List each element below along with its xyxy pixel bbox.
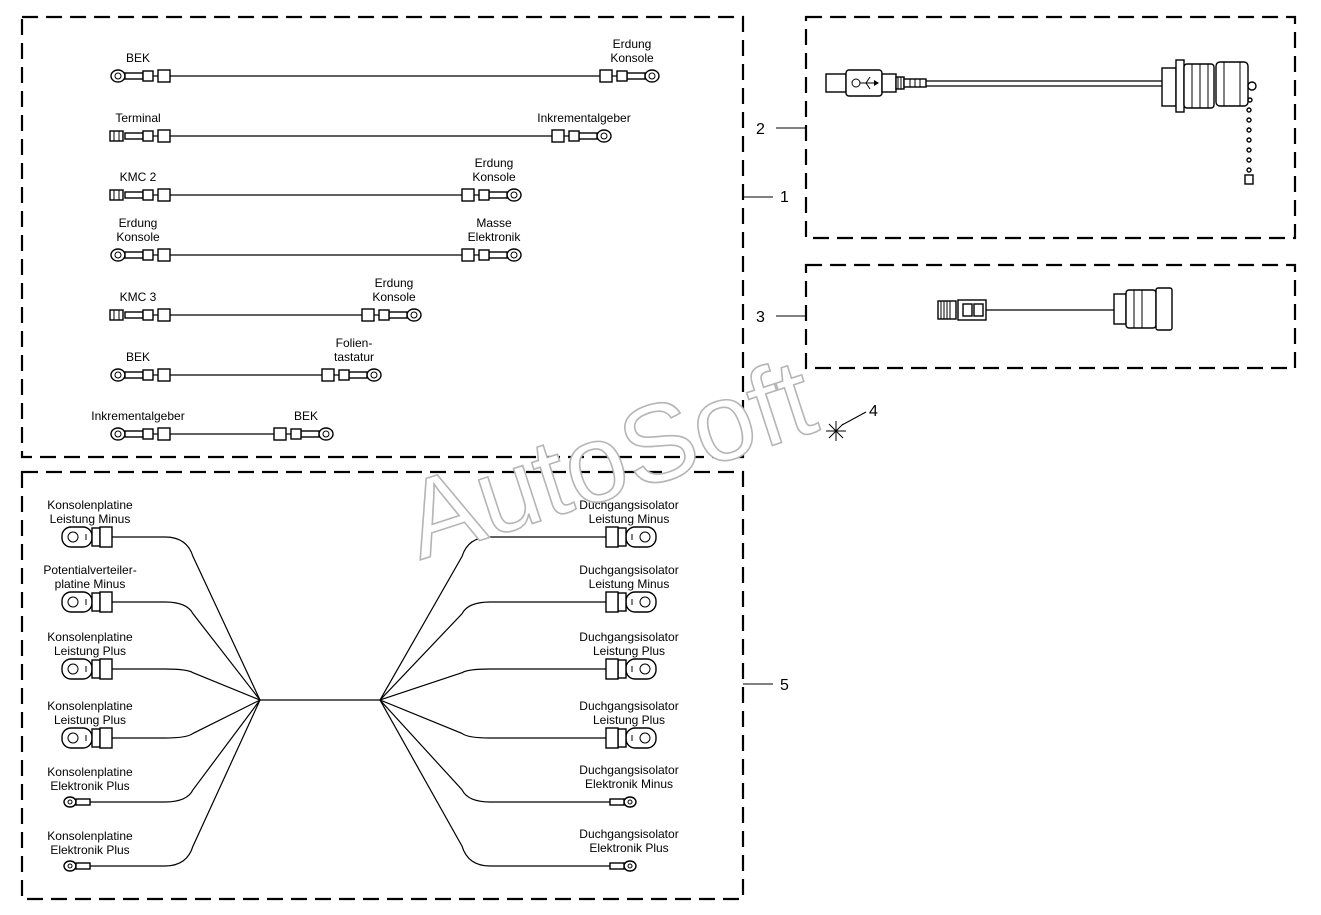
cable-right-label: Konsole	[610, 51, 654, 65]
cable-2: Terminal Inkrementalgeber	[109, 111, 631, 143]
cable-6: BEK Folien-tastatur	[110, 336, 382, 382]
harness-right-label: Leistung Minus	[589, 577, 670, 591]
harness-left-label: Konsolenplatine	[47, 498, 133, 512]
cable-left-label: Konsole	[116, 230, 160, 244]
harness-branch-left: Potentialverteiler-platine Minus	[43, 563, 261, 701]
harness-left-label: Konsolenplatine	[47, 699, 133, 713]
cable-right-label: Erdung	[375, 276, 414, 290]
cable-left-label: KMC 2	[120, 170, 157, 184]
adapter-cable	[937, 287, 1173, 331]
harness-left-label: Leistung Plus	[54, 713, 126, 727]
cable-right-label: Inkrementalgeber	[537, 111, 630, 125]
cable-left-label: KMC 3	[120, 290, 157, 304]
group-1-box	[20, 15, 745, 459]
callout-3: 3	[756, 309, 765, 326]
harness-right-label: Duchgangsisolator	[579, 563, 678, 577]
callout-4: 4	[869, 403, 878, 420]
cable-7: Inkrementalgeber BEK	[91, 409, 334, 441]
harness-left-label: Konsolenplatine	[47, 630, 133, 644]
cable-right-label: Masse	[476, 216, 512, 230]
harness-left-label: Potentialverteiler-	[43, 563, 136, 577]
cable-right-label: tastatur	[334, 350, 374, 364]
harness-right-label: Duchgangsisolator	[579, 699, 678, 713]
star-icon	[826, 421, 846, 441]
cable-right-label: Elektronik	[468, 230, 522, 244]
harness-left-label: Elektronik Plus	[50, 779, 129, 793]
harness-right-label: Duchgangsisolator	[579, 498, 678, 512]
cable-right-label: BEK	[294, 409, 318, 423]
usb-icon	[851, 76, 879, 90]
cable-left-label: Terminal	[115, 111, 160, 125]
harness-right-label: Elektronik Plus	[589, 841, 668, 855]
usb-cable	[825, 59, 1257, 185]
callout-2: 2	[756, 121, 765, 138]
harness-left-label: Leistung Minus	[50, 512, 131, 526]
cable-right-label: Folien-	[336, 336, 373, 350]
callout-5: 5	[780, 677, 789, 694]
group-3-box	[804, 263, 1297, 370]
cable-right-label: Erdung	[475, 156, 514, 170]
cable-left-label: Inkrementalgeber	[91, 409, 184, 423]
harness-right-label: Duchgangsisolator	[579, 630, 678, 644]
harness-left-label: Leistung Plus	[54, 644, 126, 658]
harness-right-label: Leistung Plus	[593, 644, 665, 658]
cable-right-label: Konsole	[372, 290, 416, 304]
cable-right-label: Erdung	[613, 37, 652, 51]
harness-right-label: Leistung Minus	[589, 512, 670, 526]
harness-right-label: Elektronik Minus	[585, 777, 673, 791]
harness-left-label: Elektronik Plus	[50, 843, 129, 857]
harness-left-label: platine Minus	[55, 577, 126, 591]
callout-1: 1	[780, 189, 789, 206]
harness-right-label: Duchgangsisolator	[579, 827, 678, 841]
callout-4-leader	[841, 411, 867, 426]
harness-left-label: Konsolenplatine	[47, 829, 133, 843]
harness-right-label: Duchgangsisolator	[579, 763, 678, 777]
harness-right-label: Leistung Plus	[593, 713, 665, 727]
cable-left-label: BEK	[126, 51, 150, 65]
cable-left-label: BEK	[126, 350, 150, 364]
group-2-box	[804, 15, 1297, 240]
group-5-box	[20, 470, 745, 901]
harness-left-label: Konsolenplatine	[47, 765, 133, 779]
cable-left-label: Erdung	[119, 216, 158, 230]
cable-right-label: Konsole	[472, 170, 516, 184]
